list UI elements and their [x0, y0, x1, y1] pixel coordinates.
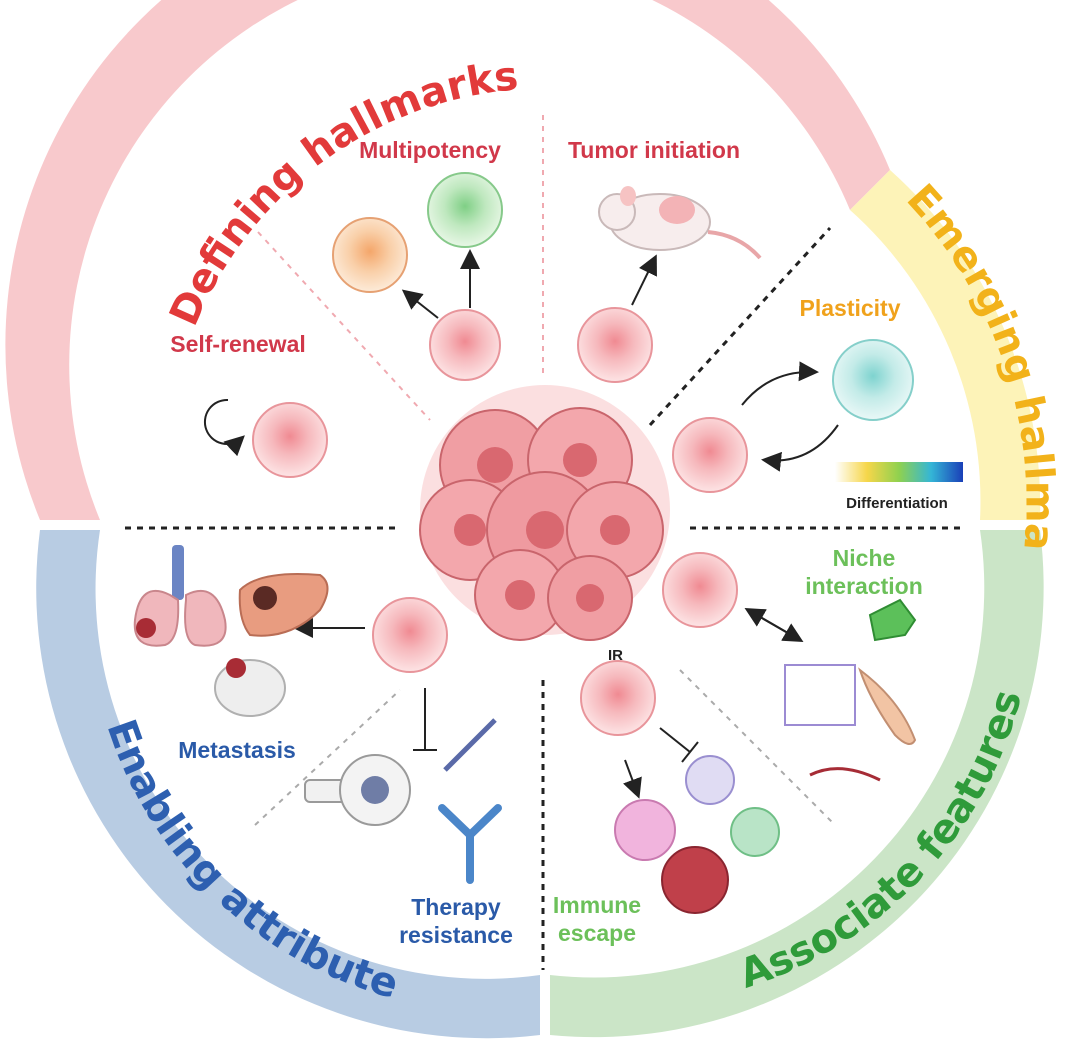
outer-ring — [5, 0, 1044, 1039]
immune-cell-purple — [685, 755, 735, 805]
arrow-plasticity-out — [741, 361, 819, 406]
divider-bottom-right — [679, 669, 836, 826]
divider-bottom-left — [254, 689, 401, 826]
inhibit-immune-bar — [681, 741, 699, 763]
label-immune-line2: escape — [558, 920, 636, 946]
label-ir: IR — [608, 647, 623, 664]
immune-cell-red — [661, 846, 729, 914]
band-emerging — [850, 170, 1041, 520]
inhibit-immune — [659, 727, 691, 753]
arrow-to-mouse — [631, 254, 657, 306]
dividers — [125, 115, 965, 970]
band-enabling — [36, 530, 541, 1039]
immune-cell-green — [730, 807, 780, 857]
label-tumor-initiation: Tumor initiation — [568, 137, 740, 163]
cell-immune — [580, 660, 656, 736]
divider-emerging — [648, 226, 832, 427]
band-defining — [5, 0, 890, 520]
arrow-plasticity-back — [761, 424, 839, 472]
label-self-renewal: Self-renewal — [170, 331, 306, 357]
cell-multipotency-orange — [332, 217, 408, 293]
organs-illustration — [133, 545, 329, 717]
cell-self-renewal — [252, 402, 328, 478]
label-niche-line1: Niche — [833, 545, 896, 571]
therapy-illustration — [304, 718, 502, 884]
cell-metastasis — [372, 597, 448, 673]
cell-tumor-initiation — [577, 307, 653, 383]
arrow-niche-back — [744, 608, 801, 641]
divider-top-left — [257, 231, 431, 421]
band-associate — [550, 530, 1044, 1038]
label-differentiation: Differentiation — [846, 495, 948, 512]
immune-cell-pink — [614, 799, 676, 861]
arrow-to-orange — [401, 289, 439, 319]
cell-multipotency-green — [427, 172, 503, 248]
mouse-illustration — [598, 186, 762, 260]
cell-multipotency-source — [429, 309, 501, 381]
arrow-self-renewal — [203, 398, 245, 457]
differentiation-gradient-bar — [835, 462, 963, 482]
niche-illustration — [784, 598, 917, 782]
associate-features-title: Associate features — [734, 685, 1032, 997]
label-multipotency: Multipotency — [359, 137, 501, 163]
label-immune-line1: Immune — [553, 892, 641, 918]
cell-plasticity-teal — [832, 339, 914, 421]
cell-niche — [662, 552, 738, 628]
label-plasticity: Plasticity — [800, 295, 901, 321]
cells — [252, 172, 914, 914]
label-niche-line2: interaction — [805, 573, 923, 599]
label-metastasis: Metastasis — [178, 737, 296, 763]
arrows — [203, 249, 839, 799]
arrow-immune-down — [623, 759, 642, 799]
central-tumor-mass — [419, 385, 670, 641]
label-therapy-line2: resistance — [399, 922, 513, 948]
cell-plasticity-source — [672, 417, 748, 493]
label-therapy-line1: Therapy — [411, 894, 501, 920]
